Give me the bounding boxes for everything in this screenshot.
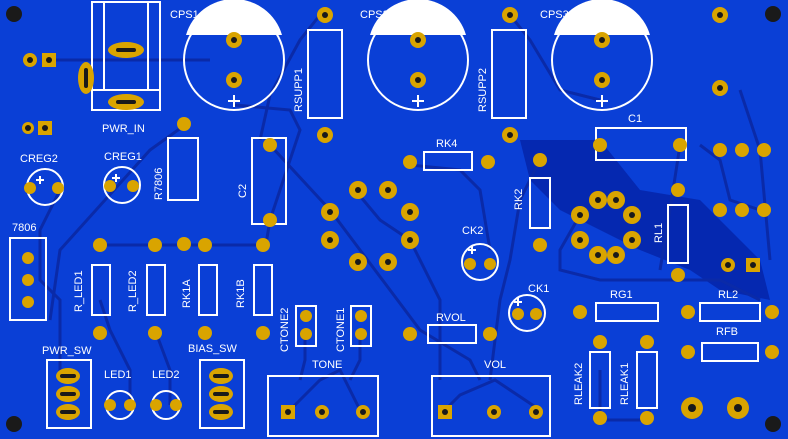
label-ck2: CK2	[462, 225, 484, 237]
label-tone: TONE	[312, 359, 343, 371]
label-rleak1: RLEAK1	[619, 362, 631, 405]
label-vol: VOL	[484, 359, 507, 371]
copper-pour	[520, 140, 770, 300]
label-7806: 7806	[12, 222, 37, 234]
label-led2: LED2	[152, 369, 180, 381]
label-rleak2: RLEAK2	[573, 362, 585, 405]
label-c1: C1	[628, 113, 643, 125]
label-rvol: RVOL	[436, 312, 466, 324]
label-rk1a: RK1A	[181, 279, 193, 308]
pads	[22, 7, 779, 425]
label-r-led1: R_LED1	[73, 270, 85, 312]
label-rg1: RG1	[610, 289, 633, 301]
label-creg1: CREG1	[104, 151, 142, 163]
label-r7806: R7806	[153, 167, 165, 200]
label-pwr-sw: PWR_SW	[42, 345, 92, 357]
label-ctone1: CTONE1	[335, 307, 347, 352]
label-rk1b: RK1B	[235, 279, 247, 308]
label-pwr-in: PWR_IN	[102, 123, 145, 135]
label-r-led2: R_LED2	[127, 270, 139, 312]
label-rfb: RFB	[716, 326, 738, 338]
label-rk4: RK4	[436, 138, 458, 150]
label-ck1: CK1	[528, 283, 550, 295]
label-creg2: CREG2	[20, 153, 58, 165]
label-c2: C2	[237, 183, 249, 198]
label-cps2: CPS2	[360, 9, 389, 21]
label-bias-sw: BIAS_SW	[188, 343, 237, 355]
cap-silk-fill	[186, 0, 650, 35]
label-rsupp1: RSUPP1	[293, 67, 305, 112]
label-cps1: CPS1	[170, 9, 199, 21]
label-rl1: RL1	[653, 222, 665, 243]
label-ctone2: CTONE2	[279, 307, 291, 352]
polarity-marks	[36, 95, 608, 306]
label-rl2: RL2	[718, 289, 739, 301]
mounting-holes	[6, 6, 781, 432]
label-led1: LED1	[104, 369, 132, 381]
label-cps3: CPS3	[540, 9, 569, 21]
label-rk2: RK2	[513, 188, 525, 210]
label-rsupp2: RSUPP2	[477, 67, 489, 112]
